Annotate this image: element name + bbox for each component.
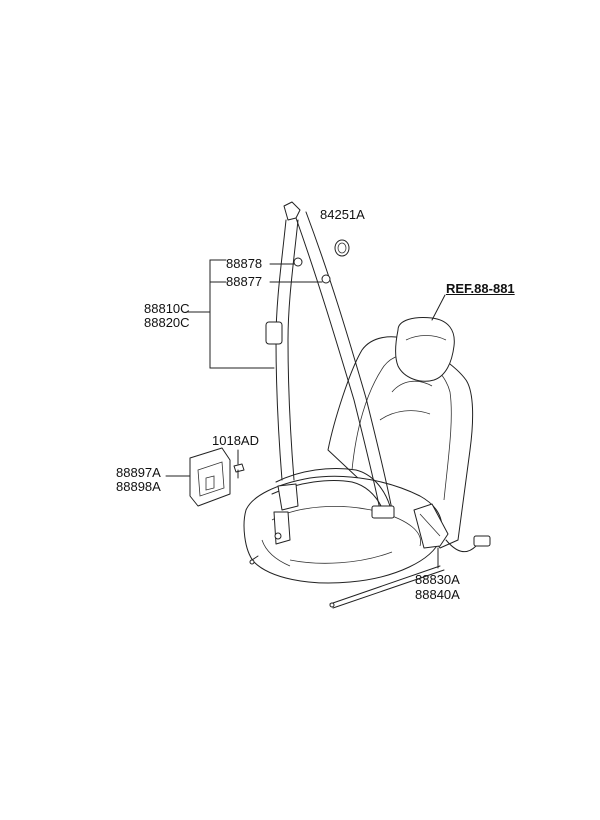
- seat-cushion: [243, 475, 443, 584]
- part-label-84251A: 84251A: [320, 207, 365, 222]
- seat-belt-webbing: [265, 201, 395, 545]
- buckle-assembly: [413, 503, 491, 553]
- reference-label[interactable]: REF.88-881: [446, 281, 515, 296]
- part-label-88898A: 88898A: [116, 479, 161, 494]
- part-label-88877: 88877: [226, 274, 263, 289]
- part-label-88840A: 88840A: [415, 587, 460, 602]
- part-label-88897A: 88897A: [116, 465, 161, 480]
- part-label-1018AD: 1018AD: [212, 433, 259, 448]
- leader-lines: [165, 259, 446, 569]
- seat-back: [327, 336, 474, 549]
- part-label-88878: 88878: [226, 256, 263, 271]
- part-label-88810C: 88810C: [144, 301, 190, 316]
- part-label-88830A: 88830A: [415, 572, 460, 587]
- headrest: [395, 317, 455, 382]
- seat-rails: [249, 555, 445, 609]
- part-label-88820C: 88820C: [144, 315, 190, 330]
- small-parts: [189, 239, 350, 507]
